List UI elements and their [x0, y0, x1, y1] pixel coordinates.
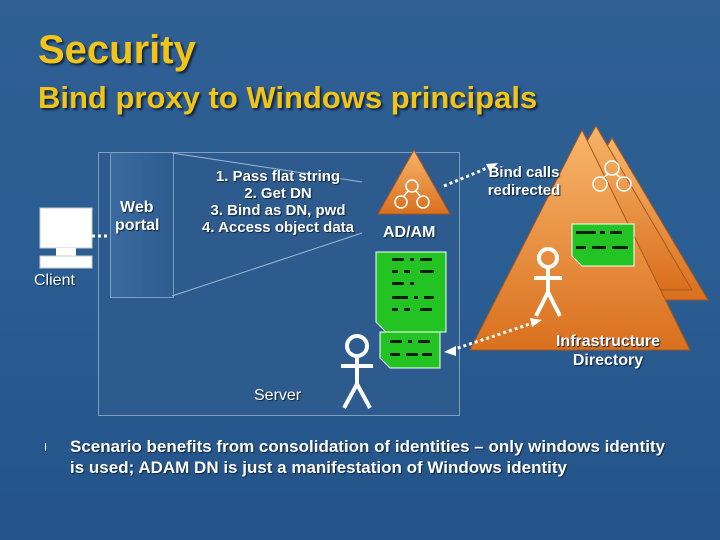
step-2: 2. Get DN [244, 185, 312, 202]
adam-triangle-icon [377, 148, 451, 215]
infra-document-icon [571, 223, 635, 267]
server-document-icon [379, 331, 441, 369]
infra-tree-icon [592, 160, 632, 192]
step-4: 4. Access object data [201, 219, 354, 236]
client-computer-icon [39, 207, 93, 269]
web-portal-box [110, 152, 174, 298]
infra-line2: Directory [572, 352, 644, 369]
web-portal-label-line1: Web [120, 199, 154, 216]
client-label: Client [34, 272, 75, 289]
infra-person-icon [534, 247, 562, 317]
infra-directory-label: Infrastructure Directory [540, 332, 676, 370]
server-label: Server [254, 387, 302, 404]
infra-line1: Infrastructure [555, 333, 661, 350]
slide-title: Security [38, 28, 196, 72]
leader-line-top [171, 152, 363, 183]
bind-calls-label: Bind calls redirected [484, 164, 564, 200]
server-person-icon [341, 334, 373, 409]
step-3: 3. Bind as DN, pwd [210, 202, 346, 219]
adam-document-stack [375, 251, 447, 333]
bullet-marker: l [44, 441, 48, 454]
bullet-text: Scenario benefits from consolidation of … [70, 437, 666, 477]
web-portal-label-line2: portal [115, 217, 160, 234]
slide-subtitle: Bind proxy to Windows principals [38, 80, 538, 115]
step-1: 1. Pass flat string [215, 168, 341, 185]
redirect-arrow-bottom [444, 318, 542, 356]
bind-calls-line1: Bind calls [488, 164, 560, 181]
redirect-arrow-top [443, 163, 498, 188]
steps-list: 1. Pass flat string 2. Get DN 3. Bind as… [180, 168, 376, 236]
bind-calls-line2: redirected [487, 182, 561, 199]
leader-line-bottom [171, 232, 363, 297]
adam-label: AD/AM [383, 224, 436, 241]
